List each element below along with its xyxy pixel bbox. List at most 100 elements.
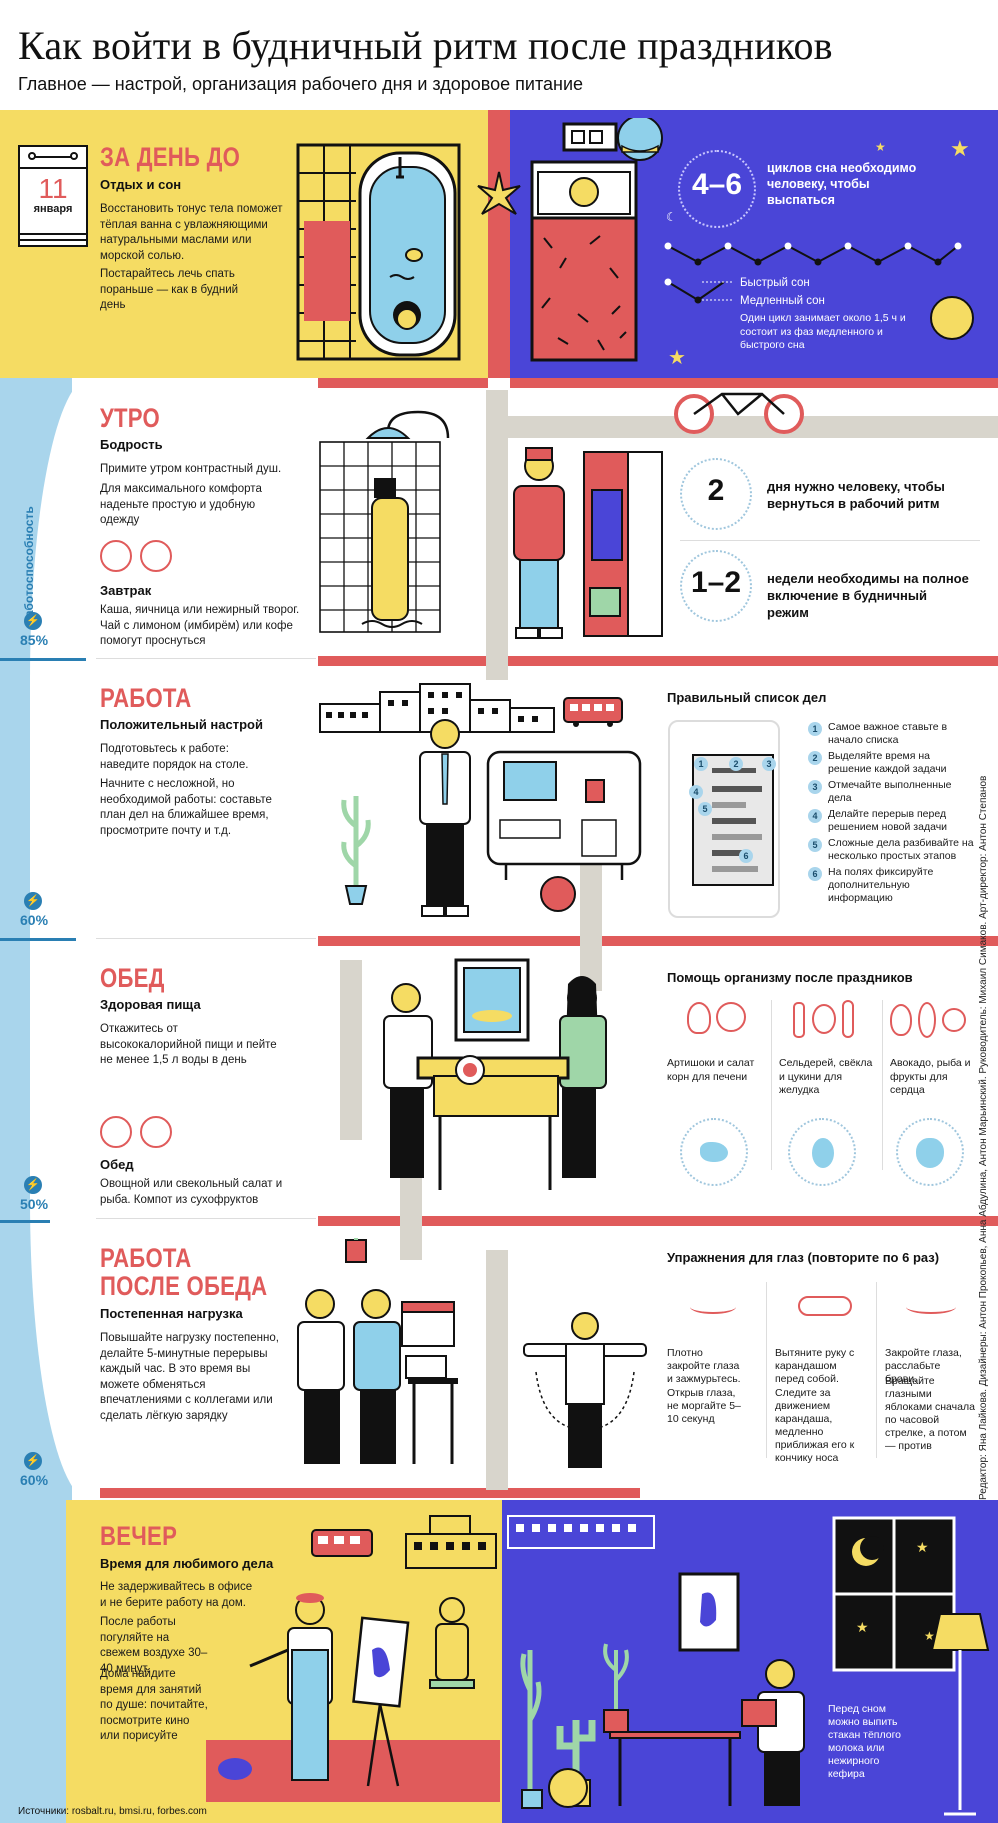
stat-circle [680,458,752,530]
man-with-hat-illustration [513,447,565,639]
tidy-desk-illustration [486,750,642,880]
performance-level-85: 85% [20,632,49,648]
path-line [340,960,362,1140]
colleagues-illustration [297,1238,458,1464]
after-lunch-text: Повышайте нагрузку постепенно, делайте 5… [100,1332,279,1422]
plant-icon [341,796,371,905]
body-help-stomach: Сельдерей, свёкла и цукини для желудка [779,1057,873,1096]
section-sub-evening: Время для любимого дела [100,1556,274,1571]
zucchini-icon [842,1000,854,1038]
body-help-heart: Авокадо, рыба и фрукты для сердца [890,1057,971,1096]
lettuce-icon [716,1002,746,1032]
todo-sheet-number: 5 [698,802,712,816]
calendar-month: января [33,203,73,215]
evening-bus-buildings [311,1515,497,1569]
performance-marker [0,1220,50,1223]
divider [100,1488,640,1498]
beet-icon [100,1116,132,1148]
path-line [486,390,508,680]
evening-text-3: Дома найдите время для занятий по душе: … [100,1668,208,1742]
paint-blob [218,1758,252,1780]
todo-list-sheet [692,754,774,886]
stomach-shape [812,1138,834,1168]
body-help-title: Помощь организму после праздников [667,970,913,985]
stat-value-days: 2 [707,474,725,507]
night-buildings [507,1515,655,1549]
egg-icon [100,540,132,572]
todo-sheet-number: 1 [694,757,708,771]
path-line [486,1250,508,1490]
evening-text-1: Не задерживайтесь в офисе и не берите ра… [100,1581,253,1609]
performance-marker [0,938,76,941]
legend-fast-sleep: Быстрый сон [740,277,810,289]
wardrobe-illustration [583,451,663,637]
todo-sheet-number: 6 [739,849,753,863]
sleep-note: Один цикл занимает около 1,5 ч и состоит… [740,312,906,351]
stat-value-weeks: 1–2 [690,566,742,599]
todo-number: 3 [808,780,822,794]
section-sub-morning: Бодрость [100,437,163,452]
eye-exercise-2b: Следите за движением карандаша, медленно… [775,1387,855,1464]
todo-sheet-number: 4 [689,785,703,799]
relaxed-eyes-icon [906,1300,956,1314]
eye-exercise-1b: Открыв глаза, не моргайте 5–10 секунд [667,1387,741,1425]
divider [96,1218,316,1219]
section-heading-work: РАБОТА [100,683,192,713]
legend-slow-sleep: Медленный сон [740,295,825,307]
avocado-icon [890,1004,912,1036]
todo-item: Самое важное ставьте в начало списка [828,721,948,746]
todo-number: 5 [808,838,822,852]
breakfast-text: Каша, яичница или нежирный творог. Чай с… [100,604,300,647]
todo-title: Правильный список дел [667,690,827,705]
floor-lamp-icon [930,1613,990,1816]
divider [510,378,998,388]
section-heading-lunch: ОБЕД [100,963,165,993]
section-sub-lunch: Здоровая пища [100,997,201,1012]
sources: Источники: rosbalt.ru, bmsi.ru, forbes.c… [18,1806,207,1817]
divider [876,1282,877,1458]
section-heading-evening: ВЕЧЕР [100,1521,178,1551]
svg-text:★: ★ [916,1539,929,1555]
lemon-icon [140,540,172,572]
performance-level-50: 50% [20,1196,49,1212]
section-heading-after-lunch-2: ПОСЛЕ ОБЕДА [100,1271,268,1301]
lightning-icon: ⚡ [24,1176,42,1194]
divider [96,658,316,659]
apple-icon [942,1008,966,1032]
todo-item: На полях фиксируйте дополнительную инфор… [828,866,934,904]
path-line [486,416,998,438]
divider [318,936,998,946]
calendar-icon: 11 января [18,145,88,247]
todo-number: 4 [808,809,822,823]
divider [318,1216,998,1226]
lightning-icon: ⚡ [24,892,42,910]
work-text-2: Начните с несложной, но необходимой рабо… [100,778,272,837]
star-icon: ★ [668,347,686,369]
svg-text:★: ★ [924,1629,935,1643]
eye-exercise-2a: Вытяните руку с карандашом перед собой. [775,1347,855,1385]
sleep-cycle-graph [664,242,962,304]
lunch-text-2: Овощной или свекольный салат и рыба. Ком… [100,1178,283,1206]
heart-shape [916,1138,944,1168]
bed-illustration [530,118,663,362]
section-heading-morning: УТРО [100,403,160,433]
stomach-icon [788,1118,856,1186]
eyes-title: Упражнения для глаз (повторите по 6 раз) [667,1250,940,1265]
divider [318,656,998,666]
bathtub-illustration [296,143,461,361]
eye-exercise-3a: Закройте глаза, расслабьте брови. [885,1347,962,1385]
page-title: Как войти в будничный ритм после праздни… [18,23,833,68]
evening-tea-note: Перед сном можно выпить стакан тёплого м… [828,1703,902,1780]
star-icon: ★ [950,136,970,161]
heart-icon [896,1118,964,1186]
body-help-liver: Артишоки и салат корн для печени [667,1057,755,1083]
divider [771,1000,772,1170]
section-sub-day-before: Отдых и сон [100,177,182,192]
sleep-cycles-value: 4–6 [691,168,743,201]
todo-card [668,720,780,918]
liver-shape [700,1142,728,1162]
day-before-text-1: Восстановить тонус тела поможет тёплая в… [100,203,283,262]
stretching-man-illustration [523,1312,647,1468]
liver-icon [680,1118,748,1186]
divider [766,1282,767,1458]
